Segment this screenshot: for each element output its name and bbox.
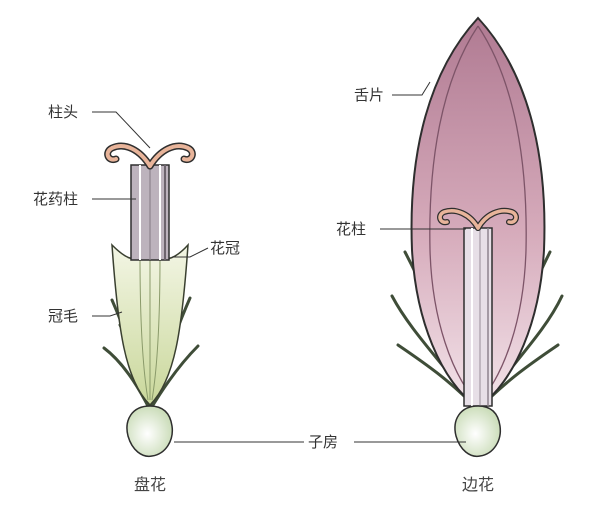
label-ovary: 子房 bbox=[308, 433, 338, 451]
label-pappus: 冠毛 bbox=[48, 307, 78, 325]
ray-floret bbox=[390, 16, 564, 458]
label-corolla: 花冠 bbox=[210, 239, 240, 257]
leader-lines bbox=[92, 81, 466, 443]
label-anther-column: 花药柱 bbox=[33, 190, 78, 208]
ray-stigma bbox=[437, 207, 519, 231]
disc-ovary bbox=[126, 405, 174, 458]
disc-anther-column bbox=[130, 164, 170, 261]
caption-ray-floret: 边花 bbox=[462, 475, 494, 494]
label-ligule: 舌片 bbox=[354, 86, 384, 104]
ray-ovary bbox=[454, 405, 502, 458]
ray-style bbox=[463, 227, 493, 407]
label-stigma: 柱头 bbox=[48, 103, 78, 121]
disc-floret bbox=[102, 142, 200, 458]
label-style: 花柱 bbox=[336, 220, 366, 238]
caption-disc-floret: 盘花 bbox=[134, 475, 166, 494]
disc-stigma bbox=[104, 142, 196, 170]
